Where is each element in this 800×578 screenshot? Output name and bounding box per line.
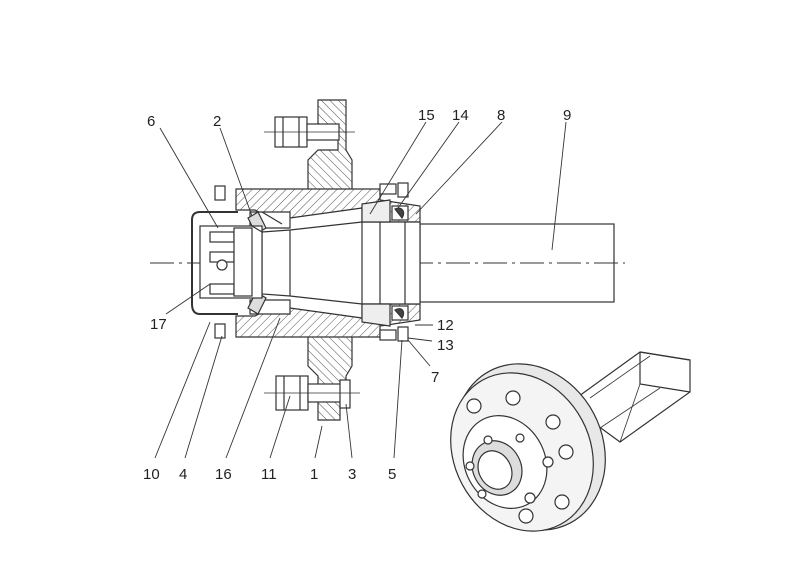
section-view (150, 99, 625, 421)
label-14: 14 (452, 107, 469, 124)
label-4: 4 (179, 466, 187, 483)
label-15: 15 (418, 107, 435, 124)
label-17: 17 (150, 316, 167, 333)
spindle-taper (261, 221, 421, 305)
part-labels: 6 2 15 14 8 9 17 12 13 7 10 4 16 11 1 3 … (143, 107, 571, 483)
label-1: 1 (310, 466, 318, 483)
label-10: 10 (143, 466, 160, 483)
flange-upper (307, 99, 353, 189)
label-6: 6 (147, 113, 155, 130)
label-5: 5 (388, 466, 396, 483)
label-9: 9 (563, 107, 571, 124)
label-3: 3 (348, 466, 356, 483)
leader-lines (154, 121, 567, 459)
label-11: 11 (261, 466, 277, 483)
label-13: 13 (437, 337, 454, 354)
label-8: 8 (497, 107, 505, 124)
label-2: 2 (213, 113, 221, 130)
hub-3d-view (450, 351, 691, 532)
label-12: 12 (437, 317, 454, 334)
label-16: 16 (215, 466, 232, 483)
label-7: 7 (431, 369, 439, 386)
